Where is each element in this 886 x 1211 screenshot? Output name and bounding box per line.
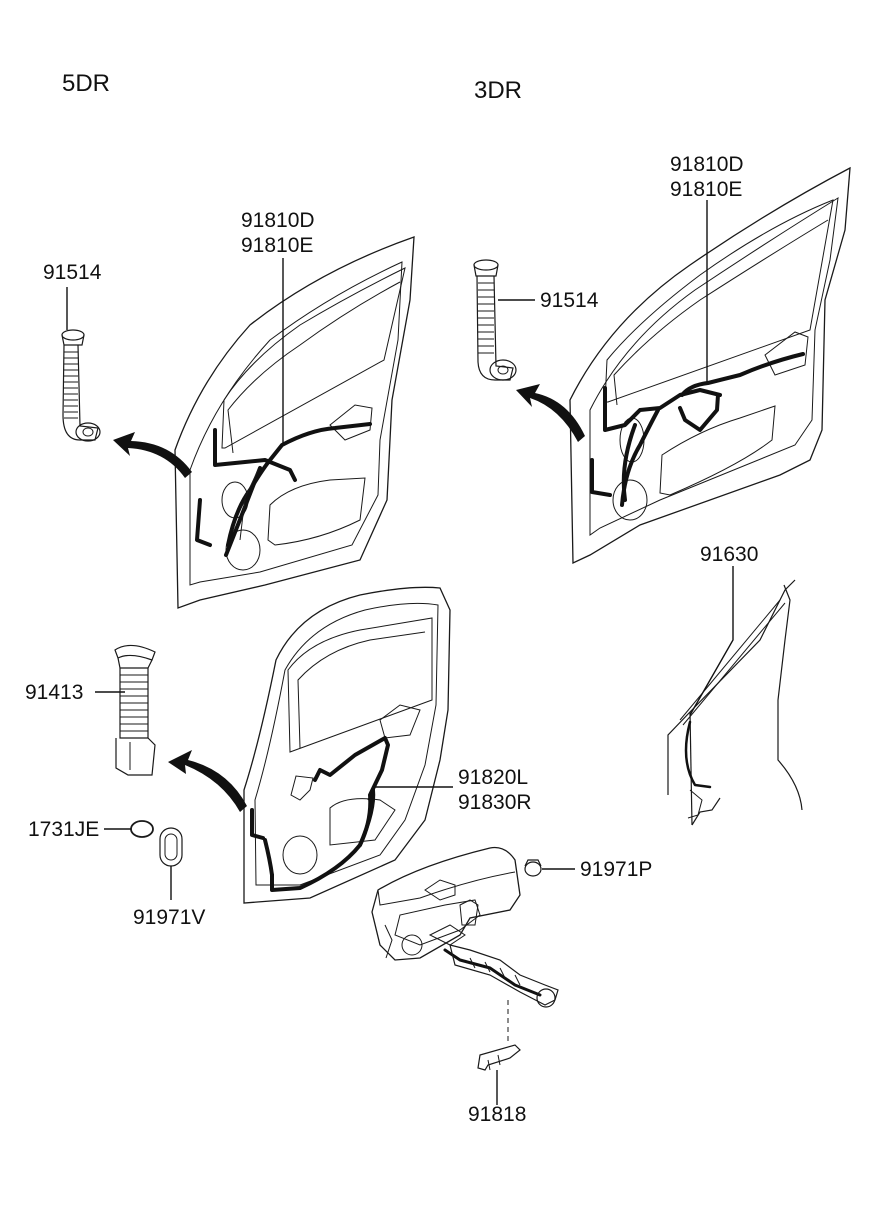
part-label-91810d-3dr: 91810D — [670, 153, 744, 176]
arrow-91514-5dr — [113, 432, 192, 478]
clip-91971p — [524, 859, 542, 877]
front-door-3dr — [569, 166, 851, 565]
part-label-91820l: 91820L — [458, 766, 529, 789]
connector-91514-3dr — [473, 259, 517, 381]
dashboard-assembly — [371, 846, 559, 1008]
part-label-91971p: 91971P — [580, 858, 653, 881]
header-5dr: 5DR — [62, 70, 111, 97]
part-label-91818: 91818 — [468, 1103, 527, 1126]
grommet-91971v — [159, 827, 183, 867]
grommet-91413 — [114, 644, 156, 776]
pillar-91630 — [667, 579, 803, 826]
part-label-91413: 91413 — [25, 681, 84, 704]
bracket-91818 — [477, 1044, 521, 1071]
connector-91514-5dr — [61, 329, 101, 442]
part-label-91630: 91630 — [700, 543, 759, 566]
rear-door — [243, 586, 451, 904]
ring-1731je — [130, 820, 154, 838]
leader-lines — [66, 200, 734, 1105]
part-label-91830r: 91830R — [458, 791, 532, 814]
part-label-91810e-3dr: 91810E — [670, 178, 743, 201]
part-label-91514-3dr: 91514 — [540, 289, 599, 312]
part-label-1731je: 1731JE — [28, 818, 100, 841]
part-label-91810e-5dr: 91810E — [241, 234, 314, 257]
part-label-91810d-5dr: 91810D — [241, 209, 315, 232]
header-3dr: 3DR — [474, 77, 523, 104]
arrow-91413 — [168, 750, 247, 812]
front-door-5dr — [174, 236, 415, 609]
part-label-91514-5dr: 91514 — [43, 261, 102, 284]
part-label-91971v: 91971V — [133, 906, 206, 929]
arrow-91514-3dr — [516, 384, 585, 442]
